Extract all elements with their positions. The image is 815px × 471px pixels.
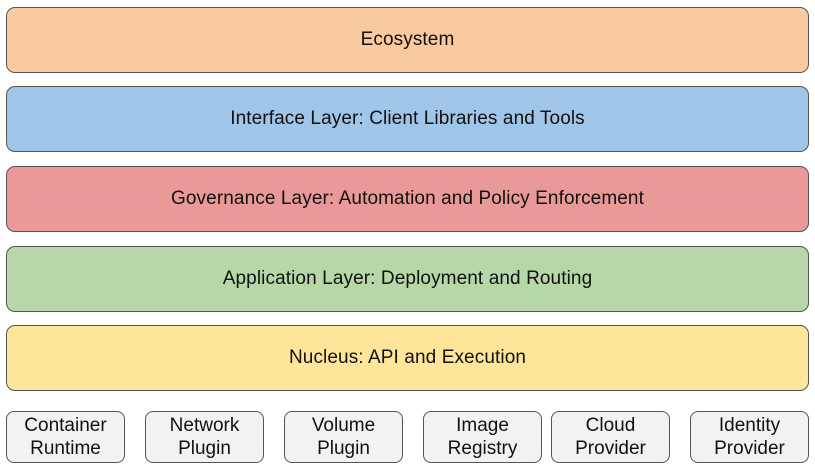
plugin-container-runtime: Container Runtime [6,411,125,463]
plugin-label-line: Plugin [317,438,370,459]
plugin-label-line: Provider [714,438,785,459]
plugin-label: Image Registry [448,414,518,460]
plugin-label-line: Provider [575,438,646,459]
layer-nucleus: Nucleus: API and Execution [6,325,809,391]
layer-label: Interface Layer: Client Libraries and To… [230,108,585,129]
plugin-label: Identity Provider [714,414,785,460]
plugin-volume: Volume Plugin [284,411,403,463]
plugin-label-line: Registry [447,438,518,459]
plugin-label: Cloud Provider [575,414,646,460]
layer-label: Nucleus: API and Execution [288,347,527,368]
plugin-label: Network Plugin [170,414,240,460]
plugin-label-line: Network [169,415,240,436]
plugin-network: Network Plugin [145,411,264,463]
plugin-label-line: Image [456,415,509,436]
plugin-image-registry: Image Registry [423,411,542,463]
layer-interface: Interface Layer: Client Libraries and To… [6,86,809,152]
plugin-label-line: Plugin [178,438,231,459]
plugin-label-line: Identity [718,415,781,436]
plugin-label: Container Runtime [24,414,106,460]
plugin-identity-provider: Identity Provider [690,411,809,463]
layer-application: Application Layer: Deployment and Routin… [6,246,809,312]
plugin-label-line: Cloud [585,415,636,436]
plugin-label-line: Runtime [30,438,101,459]
layer-label: Application Layer: Deployment and Routin… [222,268,593,289]
plugin-label-line: Container [24,415,107,436]
layer-ecosystem: Ecosystem [6,7,809,73]
layer-label: Governance Layer: Automation and Policy … [171,188,644,209]
plugin-row: Container Runtime Network Plugin Volume … [6,411,809,463]
layer-label: Ecosystem [360,29,455,50]
layer-governance: Governance Layer: Automation and Policy … [6,166,809,232]
plugin-cloud-provider: Cloud Provider [551,411,670,463]
plugin-label-line: Volume [311,415,376,436]
plugin-label: Volume Plugin [312,414,375,460]
